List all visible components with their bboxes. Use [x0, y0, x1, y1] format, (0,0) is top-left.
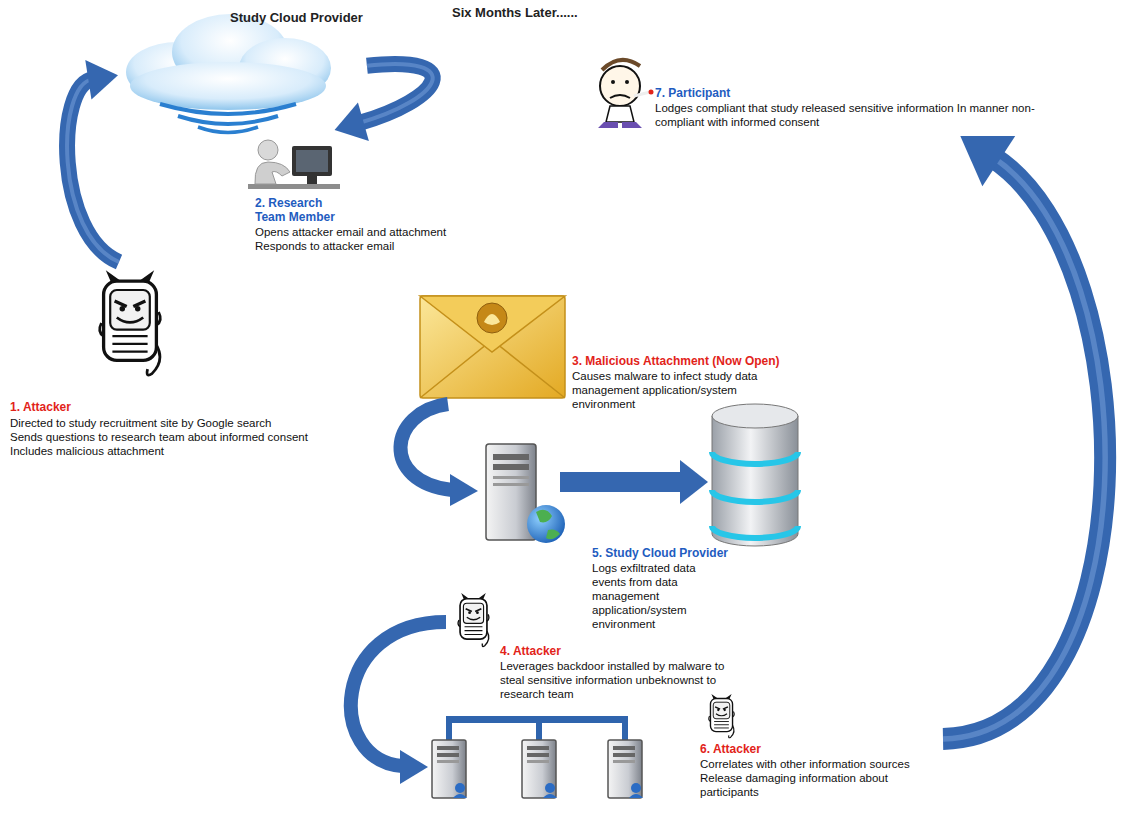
cloud-icon [178, 116, 278, 124]
server-cluster [432, 716, 643, 798]
web-server-icon [486, 444, 565, 543]
caption-heading: 5. Study Cloud Provider [592, 546, 728, 560]
web-server-icon [493, 483, 529, 486]
web-server-icon [493, 454, 529, 460]
caption-text: Release damaging information about parti… [700, 771, 905, 799]
cloud-icon [126, 14, 331, 133]
arrow-body [67, 79, 119, 262]
database-icon [712, 526, 798, 538]
arrow-shine [943, 157, 1105, 739]
caption-text: Responds to attacker email [255, 239, 394, 253]
team-member-figure [296, 150, 328, 172]
note-label: Six Months Later...... [452, 6, 578, 20]
cloud-icon [160, 104, 296, 114]
participant-figure [611, 80, 615, 84]
research-team-member-node: 2. Research Team MemberOpens attacker em… [240, 130, 450, 257]
attacker-node: 1. AttackerDirected to study recruitment… [8, 262, 378, 462]
flow-arrow [680, 460, 708, 504]
attacker-node: 6. AttackerCorrelates with other informa… [698, 676, 943, 816]
database-icon [712, 416, 798, 546]
participant-figure [610, 95, 630, 98]
caption-heading: 2. Research Team Member [255, 196, 340, 224]
flow-arrow [400, 404, 452, 490]
arrow-shine [359, 64, 433, 123]
server-cluster [536, 716, 542, 740]
arrow-head [85, 60, 118, 100]
server-cluster [608, 740, 643, 798]
web-server-icon [493, 464, 529, 470]
envelope-icon [420, 296, 565, 398]
flow-arrow [351, 622, 446, 766]
flow-arrow [400, 750, 428, 784]
arrow-body [943, 157, 1105, 739]
web-server-icon [536, 510, 560, 540]
participant-figure [606, 106, 634, 122]
database-icon [712, 404, 798, 428]
envelope-icon [420, 296, 565, 352]
server-cluster [522, 740, 557, 798]
team-member-figure [248, 184, 340, 189]
caption-text: Includes malicious attachment [10, 444, 164, 458]
participant-figure [625, 80, 629, 84]
caption-text: Causes malware to infect study data mana… [572, 369, 787, 411]
caption-heading: 6. Attacker [700, 742, 761, 756]
flow-arrow [943, 136, 1105, 739]
participant-figure [634, 92, 650, 96]
arrow-head [335, 103, 369, 141]
participant-node: 7. ParticipantLodges compliant that stud… [583, 56, 1073, 136]
team-member-figure [248, 140, 340, 189]
cloud-provider-node: Study Cloud Provider [118, 5, 367, 140]
flow-arrow [335, 64, 433, 141]
participant-figure [598, 122, 642, 128]
team-member-figure [255, 162, 290, 184]
attacker-icon [458, 593, 489, 646]
caption-heading: 4. Attacker [500, 644, 561, 658]
attacker-node: 4. AttackerLeverages backdoor installed … [448, 586, 754, 708]
caption-text: Sends questions to research team about i… [10, 430, 308, 444]
malicious-attachment-node: 3. Malicious Attachment (Now Open)Causes… [418, 272, 798, 415]
envelope-icon [477, 303, 507, 333]
web-server-icon [493, 476, 529, 479]
attacker-icon [100, 270, 161, 375]
arrow-shine [67, 79, 119, 262]
caption-heading: 1. Attacker [10, 400, 71, 414]
envelope-icon [420, 296, 565, 398]
database-icon [712, 490, 798, 502]
team-member-figure [307, 176, 317, 184]
cloud-icon [198, 127, 258, 133]
database-icon [712, 452, 798, 464]
caption-text: Leverages backdoor installed by malware … [500, 659, 750, 701]
caption-heading: 7. Participant [655, 86, 730, 100]
attacker-icon [709, 694, 734, 738]
caption-text: Logs exfiltrated data events from data m… [592, 561, 732, 631]
web-server-icon [527, 505, 565, 543]
server-cluster [622, 716, 628, 740]
caption-heading: 3. Malicious Attachment (Now Open) [572, 354, 780, 368]
caption-text: Lodges compliant that study released sen… [655, 101, 1060, 129]
arrow-head [960, 136, 1015, 186]
study-cloud-provider-node: 5. Study Cloud ProviderLogs exfiltrated … [590, 400, 805, 635]
cloud-icon [130, 62, 326, 110]
database-icon [712, 404, 798, 546]
flow-arrow [560, 472, 682, 492]
participant-figure [600, 66, 640, 106]
participant-figure [598, 60, 654, 128]
server-cluster [446, 716, 452, 740]
arrow-body [359, 64, 433, 123]
team-member-figure [292, 146, 332, 176]
server-cluster [432, 740, 467, 798]
flow-arrow [450, 474, 478, 506]
flow-arrow [67, 60, 119, 262]
participant-figure [649, 90, 654, 95]
caption-heading: Study Cloud Provider [230, 11, 363, 25]
caption-text: Correlates with other information source… [700, 757, 910, 771]
envelope-icon [484, 314, 500, 325]
caption-text: Opens attacker email and attachment [255, 225, 446, 239]
caption-text: Directed to study recruitment site by Go… [10, 416, 271, 430]
team-member-figure [258, 140, 278, 160]
